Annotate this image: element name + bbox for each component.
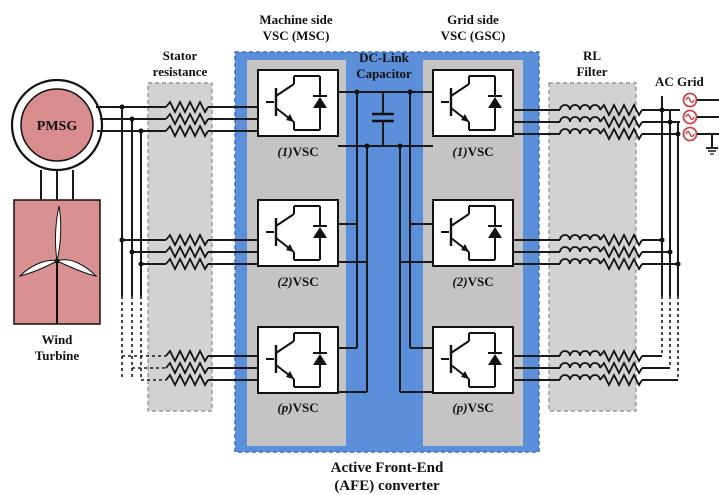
pmsg-circle: [20, 88, 94, 162]
msc-caption-p: (p)VSC: [277, 400, 318, 415]
pmsg-label: PMSG: [37, 119, 78, 134]
wind-turbine-label-1: Wind: [42, 332, 74, 347]
wind-turbine-label-2: Turbine: [35, 348, 80, 363]
msc-module-2: [256, 198, 340, 268]
grid-side-label: Grid side: [447, 12, 499, 27]
gsc-module-2: [431, 198, 515, 268]
afe-label-1: Active Front-End: [331, 460, 444, 476]
filter-label: Filter: [576, 64, 607, 79]
resistance-label: resistance: [153, 64, 208, 79]
capacitor-icon: [372, 92, 394, 146]
resistor-icon: [165, 350, 209, 386]
msc-caption-1: (1)VSC: [277, 144, 318, 159]
capacitor-label: Capacitor: [356, 66, 412, 81]
msc-caption-2: (2)VSC: [277, 274, 318, 289]
machine-side-abbr-label: VSC (MSC): [263, 28, 330, 43]
gsc-caption-2: (2)VSC: [452, 274, 493, 289]
machine-side-label: Machine side: [259, 12, 333, 27]
resistor-icon: [165, 101, 209, 137]
gsc-module-p: [431, 325, 515, 395]
gsc-caption-p: (p)VSC: [452, 400, 493, 415]
dc-link-label: DC-Link: [359, 50, 410, 65]
resistor-icon: [165, 234, 209, 270]
afe-label-2: (AFE) converter: [334, 478, 440, 494]
gsc-module-1: [431, 68, 515, 138]
gsc-caption-1: (1)VSC: [452, 144, 493, 159]
msc-module-p: [256, 325, 340, 395]
ac-grid-label: AC Grid: [655, 74, 705, 89]
stator-label: Stator: [163, 48, 198, 63]
grid-side-abbr-label: VSC (GSC): [441, 28, 506, 43]
msc-module-1: [256, 68, 340, 138]
ground-icon: [706, 134, 718, 155]
ac-source-icon: [682, 92, 698, 142]
wind-blade-icon: [18, 205, 98, 324]
rl-label: RL: [583, 48, 601, 63]
